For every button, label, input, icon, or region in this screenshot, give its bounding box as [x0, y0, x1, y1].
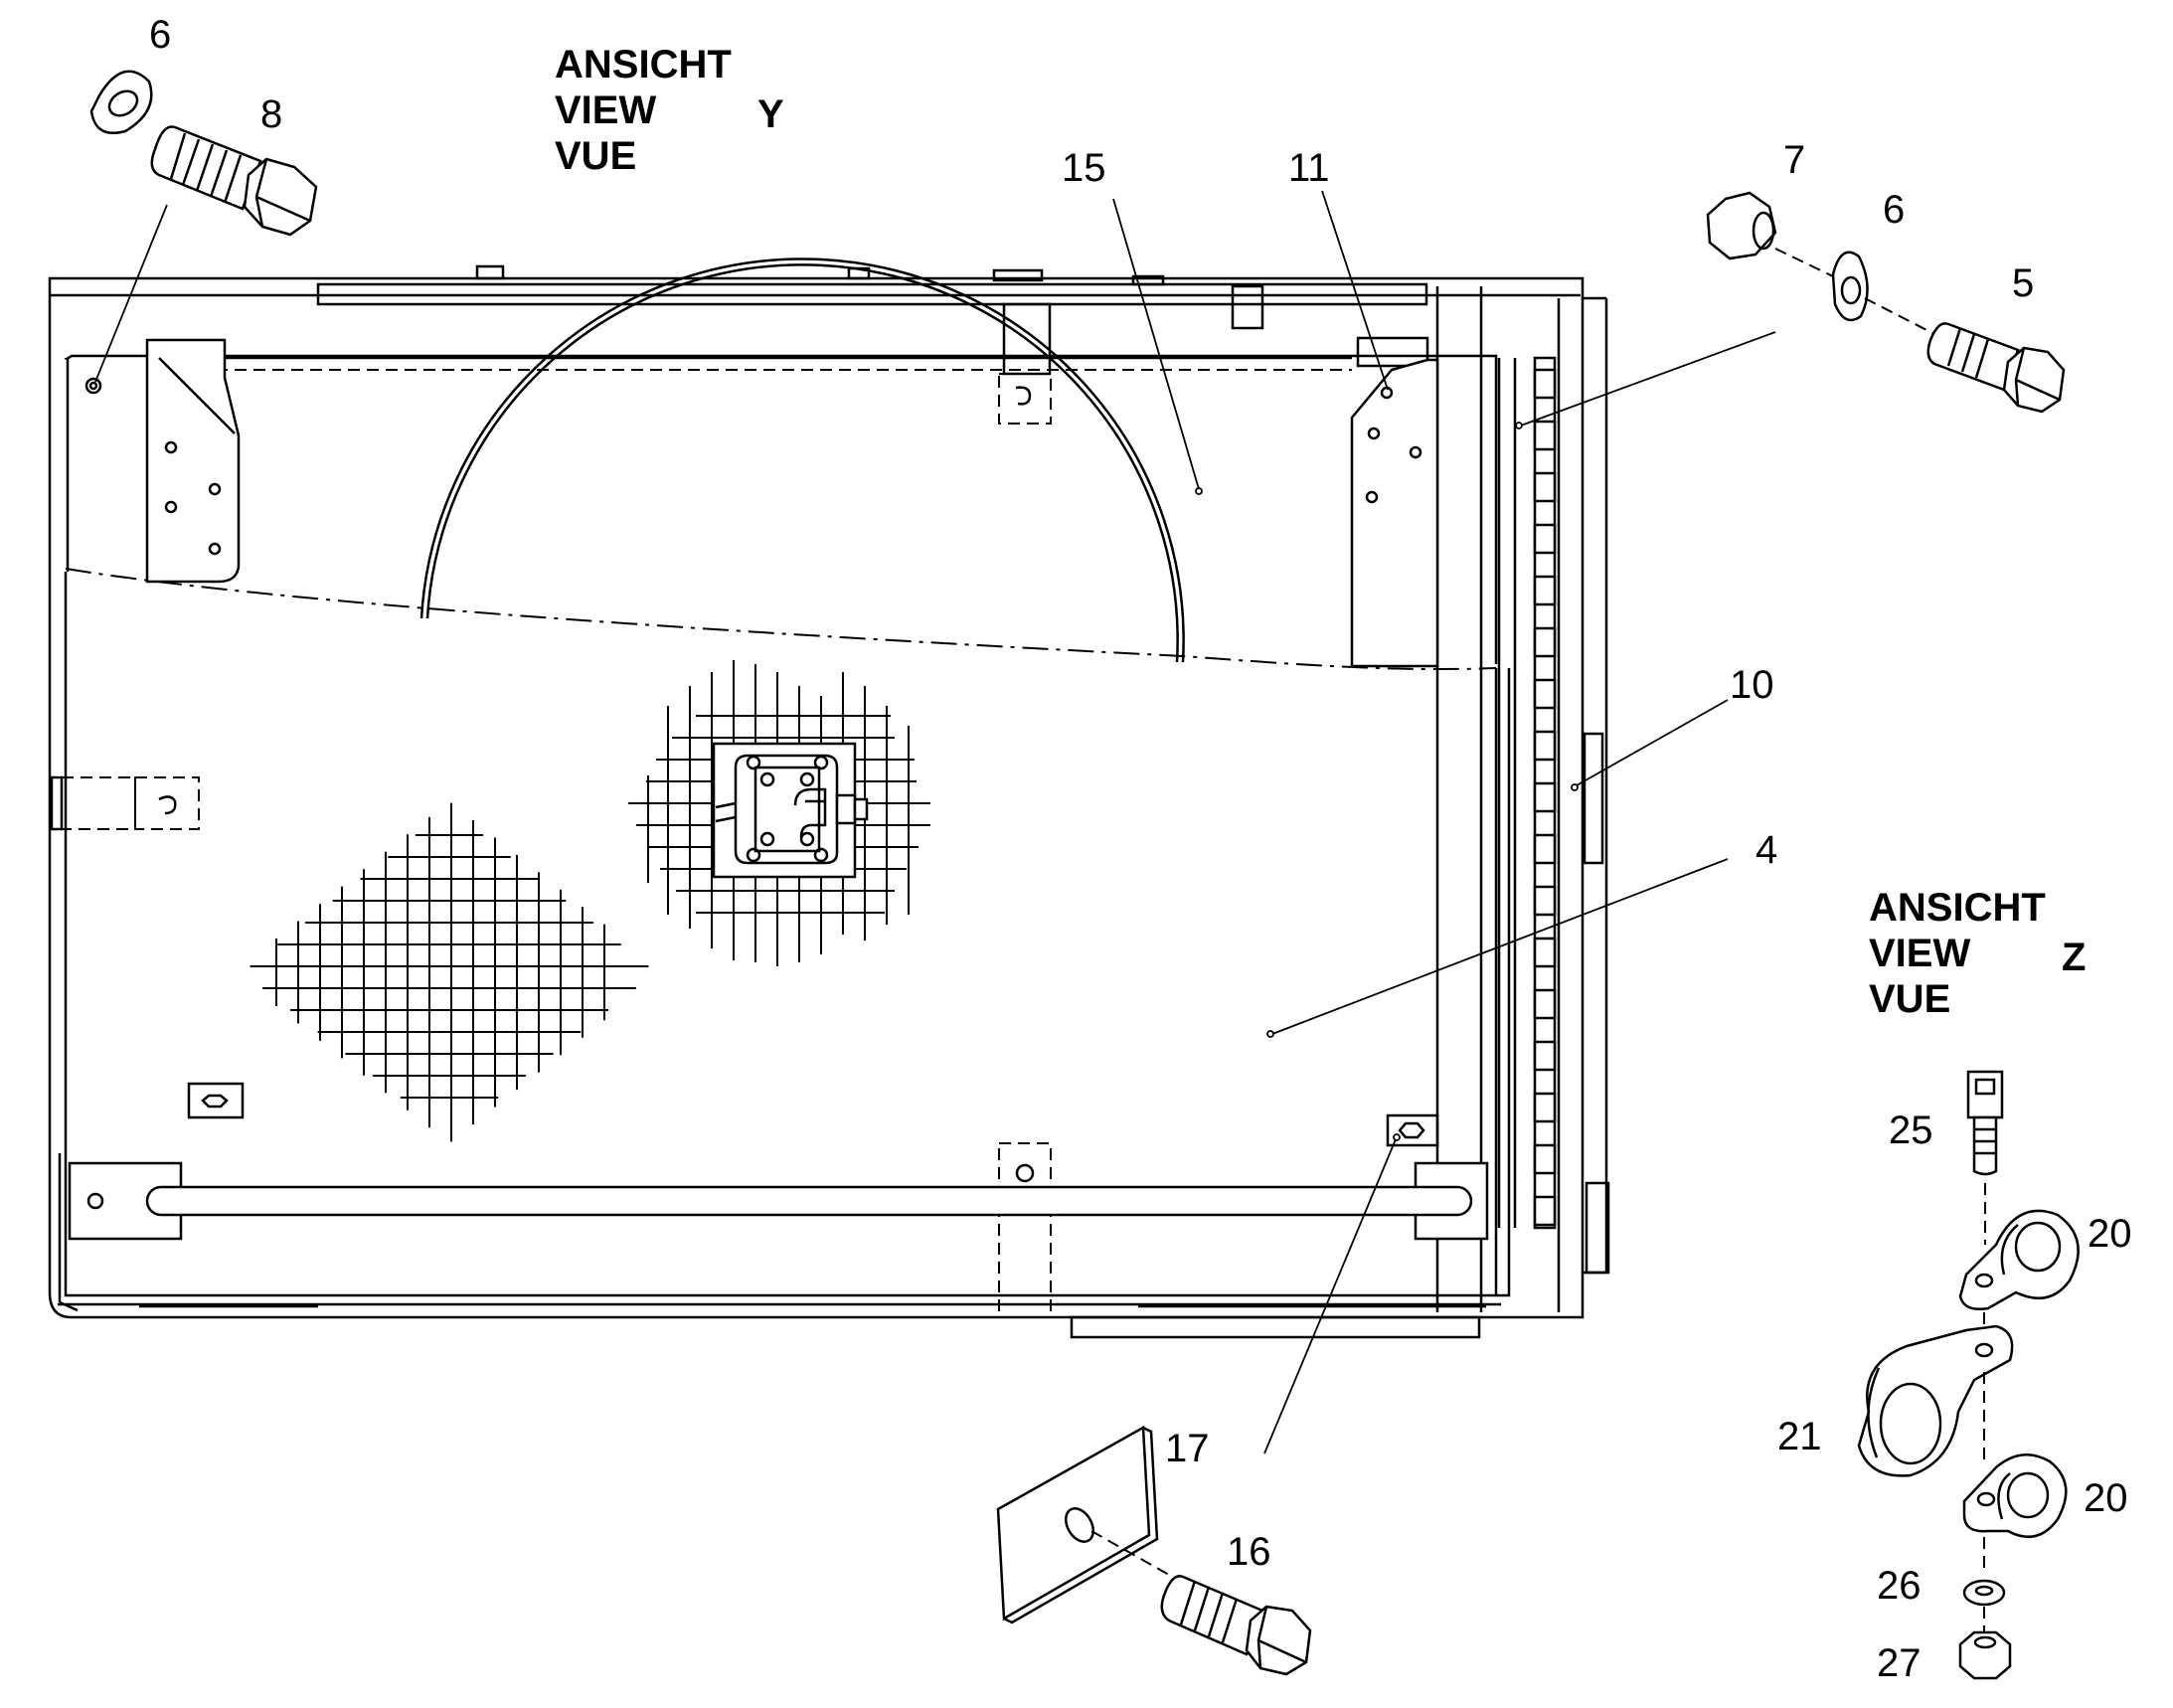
view-z-line-2: VIEW: [1869, 932, 1970, 975]
view-y-title: ANSICHT VIEW VUE Y: [555, 43, 784, 178]
callout-11: 11: [1288, 146, 1330, 190]
callout-21: 21: [1777, 1415, 1822, 1458]
bolt-16: [1160, 1575, 1312, 1676]
screw-25: [1966, 1070, 2004, 1176]
callout-20-top: 20: [2088, 1212, 2132, 1256]
hinge-knuckle: [1533, 678, 1557, 710]
valve-component: [712, 742, 869, 879]
clamp-20-bottom: [1962, 1453, 2068, 1539]
washer-6-top-left: [89, 70, 153, 134]
hinge-knuckle: [1533, 471, 1557, 503]
hinge-knuckle: [1533, 988, 1557, 1020]
view-y-line-1: ANSICHT: [555, 43, 732, 86]
callout-5: 5: [2012, 261, 2034, 305]
bolt-8: [150, 125, 318, 237]
leader-lines: [94, 190, 1776, 1454]
callout-17: 17: [1165, 1427, 1210, 1470]
hinge-knuckle: [1533, 420, 1557, 451]
clamp-21: [1857, 1324, 2014, 1477]
back-panel: [50, 257, 1498, 831]
callout-26: 26: [1877, 1564, 1922, 1608]
callout-20-bottom: 20: [2084, 1476, 2128, 1520]
hinge-knuckle: [1533, 1040, 1557, 1072]
hinge-strip: [1497, 356, 1557, 1230]
hinge-knuckle: [1533, 833, 1557, 865]
callout-8: 8: [260, 92, 282, 136]
nut-7: [1706, 191, 1777, 260]
clamp-assembly: [1857, 1070, 2080, 1680]
hinge-knuckle: [1533, 730, 1557, 762]
hinge-knuckle: [1533, 575, 1557, 606]
view-y-line-3: VUE: [555, 134, 636, 178]
callout-16: 16: [1227, 1530, 1271, 1574]
hinge-knuckle: [1533, 937, 1557, 968]
view-y-letter: Y: [757, 92, 784, 136]
door-panel: [64, 572, 1511, 1318]
callout-4: 4: [1755, 828, 1777, 872]
callout-15: 15: [1062, 146, 1106, 190]
view-z-title: ANSICHT VIEW VUE Z: [1869, 886, 2086, 1021]
callout-6-left: 6: [149, 13, 171, 57]
hinge-knuckle: [1533, 781, 1557, 813]
clamp-20-top: [1958, 1209, 2080, 1310]
hinge-knuckle: [1533, 1092, 1557, 1123]
hinge-knuckle: [1533, 885, 1557, 917]
hinge-knuckle: [1533, 1143, 1557, 1175]
hinge-knuckle: [1533, 523, 1557, 555]
view-y-line-2: VIEW: [555, 88, 656, 132]
view-z-line-3: VUE: [1869, 977, 1950, 1021]
washer-6-right: [1831, 251, 1869, 322]
callout-25: 25: [1889, 1109, 1933, 1152]
hinge-knuckle: [1533, 626, 1557, 658]
callout-10: 10: [1730, 663, 1774, 707]
ventilation-grid-left: [250, 802, 649, 1142]
washer-26: [1962, 1579, 2006, 1607]
plate-17: [996, 1425, 1159, 1624]
view-z-line-1: ANSICHT: [1869, 886, 2046, 930]
view-z-letter: Z: [2062, 936, 2086, 979]
hinge-knuckle: [1533, 368, 1557, 400]
callout-27: 27: [1877, 1641, 1922, 1685]
callout-6-right: 6: [1883, 188, 1905, 232]
callout-7: 7: [1783, 138, 1805, 182]
hinge-knuckle: [1533, 1195, 1557, 1227]
bolt-5: [1926, 322, 2066, 414]
nut-27: [1958, 1630, 2012, 1680]
callout-labels: 4 5 6 6 7 8 10 11 15 16 17 20 20 21 25 2…: [149, 13, 2132, 1685]
